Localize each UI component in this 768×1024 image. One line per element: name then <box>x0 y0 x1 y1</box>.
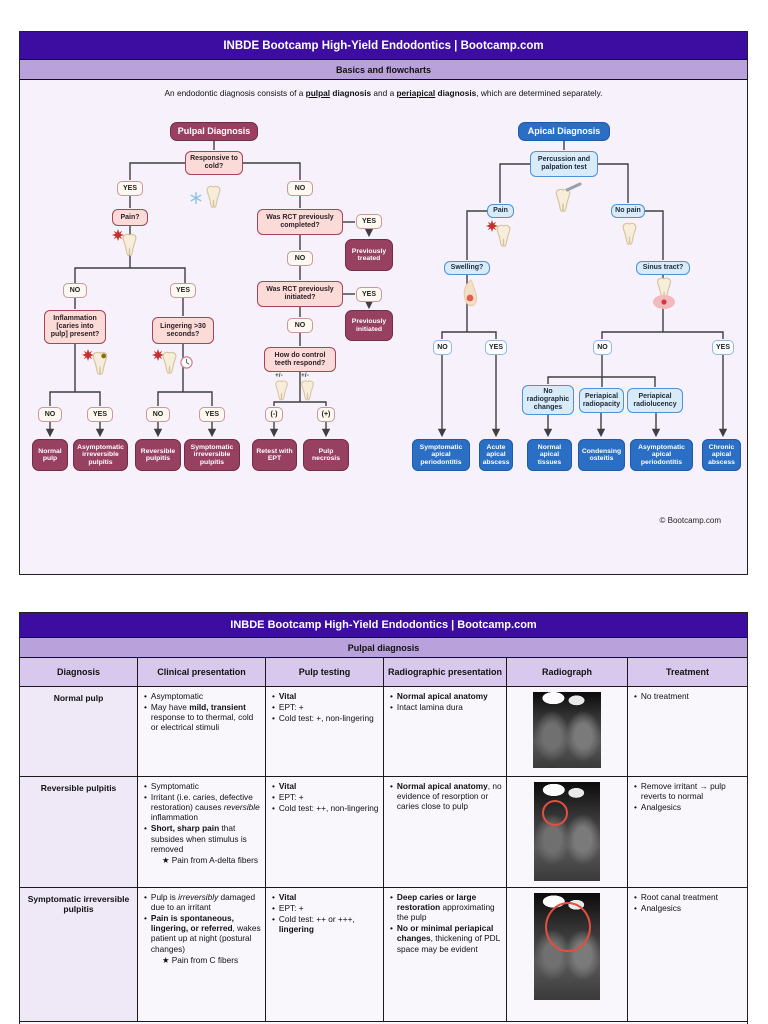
table-subtitle-bar: Pulpal diagnosis <box>20 638 747 658</box>
intro-segment: periapical <box>396 88 436 98</box>
bullet-item: •Normal apical anatomy, no evidence of r… <box>390 781 502 812</box>
red-circle-annotation <box>542 800 568 826</box>
diagnosis-cell: Symptomatic irreversible pulpitis <box>20 888 138 1021</box>
clinical-presentation-cell: •Asymptomatic•May have mild, transient r… <box>138 687 266 776</box>
table-page: INBDE Bootcamp High-Yield Endodontics | … <box>19 612 748 1024</box>
bullet-item: •Asymptomatic <box>144 691 204 701</box>
flowchart-page: INBDE Bootcamp High-Yield Endodontics | … <box>19 31 748 575</box>
column-header-treatment: Treatment <box>665 667 709 677</box>
section-subtitle: Basics and flowcharts <box>335 64 432 75</box>
table-row: Reversible pulpitis•Symptomatic•Irritant… <box>20 777 747 888</box>
pulp-testing-cell: •Vital•EPT: +•Cold test: +, non-lingerin… <box>266 687 384 776</box>
intro-segment: diagnosis <box>330 88 372 98</box>
bullet-item: •EPT: + <box>272 702 304 713</box>
table-row: Symptomatic irreversible pulpitis •Pulp i… <box>20 888 747 1022</box>
bullet-item: •Normal apical anatomy <box>390 691 488 701</box>
radiograph-cell <box>507 687 628 776</box>
radiograph-cell <box>507 888 628 1021</box>
bullet-item: •No treatment <box>634 691 689 701</box>
intro-text: An endodontic diagnosis consists of a pu… <box>20 88 747 98</box>
page-title-bar: INBDE Bootcamp High-Yield Endodontics | … <box>20 32 747 60</box>
bullet-item: •Vital <box>272 781 297 791</box>
table-body: Normal pulp•Asymptomatic•May have mild, … <box>20 687 747 1022</box>
intro-segment: An endodontic diagnosis consists of a <box>164 88 306 98</box>
star-note: ★ Pain from C fibers <box>162 954 239 965</box>
radiograph-cell <box>507 777 628 887</box>
column-header-diagnosis: Diagnosis <box>20 658 138 686</box>
radiograph-xray-image <box>534 893 600 1000</box>
bullet-item: •Vital <box>272 691 297 701</box>
treatment-cell: •No treatment <box>628 687 747 776</box>
table-title: INBDE Bootcamp High-Yield Endodontics | … <box>230 619 537 631</box>
bullet-item: •Remove irritant → pulp reverts to norma… <box>634 781 726 802</box>
column-header-pulp-testing: Pulp testing <box>266 658 384 686</box>
bullet-item: •EPT: + <box>272 903 304 914</box>
bullet-item: •Vital <box>272 892 297 902</box>
table-title-bar: INBDE Bootcamp High-Yield Endodontics | … <box>20 613 747 638</box>
bullet-item: •Analgesics <box>634 802 682 813</box>
bullet-item: •Pulp is irreversibly damaged due to an … <box>144 892 256 913</box>
bullet-item: •Cold test: ++, non-lingering <box>272 803 379 814</box>
bullet-item: •Symptomatic <box>144 781 199 791</box>
red-circle-annotation <box>545 902 591 952</box>
table-subtitle: Pulpal diagnosis <box>347 642 420 653</box>
bullet-item: •Analgesics <box>634 903 682 914</box>
radiograph-xray-image <box>534 782 600 881</box>
treatment-cell: •Root canal treatment•Analgesics <box>628 888 747 1021</box>
bullet-item: •Irritant (i.e. caries, defective restor… <box>144 792 260 823</box>
intro-segment: pulpal <box>305 88 331 98</box>
intro-segment: diagnosis <box>435 88 477 98</box>
bullet-item: •Root canal treatment <box>634 892 718 902</box>
radiographic-presentation-cell: •Deep caries or large restoration approx… <box>384 888 507 1021</box>
bullet-item: •Short, sharp pain that subsides when st… <box>144 823 247 854</box>
table-header-row: Diagnosis Clinical presentation Pulp tes… <box>20 658 747 687</box>
bullet-item: •Deep caries or large restoration approx… <box>390 892 495 923</box>
diagnosis-cell: Normal pulp <box>20 687 138 776</box>
clinical-presentation-cell: •Symptomatic•Irritant (i.e. caries, defe… <box>138 777 266 887</box>
intro-segment: , which are determined separately. <box>476 88 603 98</box>
diagnosis-cell: Reversible pulpitis <box>20 777 138 887</box>
bullet-item: •Cold test: +, non-lingering <box>272 713 374 724</box>
table-row: Normal pulp•Asymptomatic•May have mild, … <box>20 687 747 777</box>
copyright-text: © Bootcamp.com <box>659 516 721 525</box>
column-header-radiograph: Radiograph <box>507 658 628 686</box>
pulp-testing-cell: •Vital•EPT: +•Cold test: ++ or +++, ling… <box>266 888 384 1021</box>
intro-segment: and a <box>371 88 397 98</box>
bullet-item: •EPT: + <box>272 792 304 803</box>
column-header-radiographic: Radiographic presentation <box>384 658 507 686</box>
pulp-testing-cell: •Vital•EPT: +•Cold test: ++, non-lingeri… <box>266 777 384 887</box>
star-note: ★ Pain from A-delta fibers <box>162 854 258 865</box>
radiographic-presentation-cell: •Normal apical anatomy, no evidence of r… <box>384 777 507 887</box>
page-title: INBDE Bootcamp High-Yield Endodontics | … <box>223 39 544 52</box>
bullet-item: •No or minimal periapical changes, thick… <box>390 923 500 954</box>
bullet-item: •Pain is spontaneous, lingering, or refe… <box>144 913 261 954</box>
bullet-item: •Intact lamina dura <box>390 702 463 713</box>
clinical-presentation-cell: •Pulp is irreversibly damaged due to an … <box>138 888 266 1021</box>
bullet-item: •May have mild, transient response to to… <box>144 702 254 733</box>
section-subtitle-bar: Basics and flowcharts <box>20 60 747 80</box>
bullet-item: •Cold test: ++ or +++, lingering <box>272 914 355 935</box>
column-header-clinical: Clinical presentation <box>138 658 266 686</box>
radiographic-presentation-cell: •Normal apical anatomy•Intact lamina dur… <box>384 687 507 776</box>
radiograph-xray-image <box>533 692 601 768</box>
treatment-cell: •Remove irritant → pulp reverts to norma… <box>628 777 747 887</box>
